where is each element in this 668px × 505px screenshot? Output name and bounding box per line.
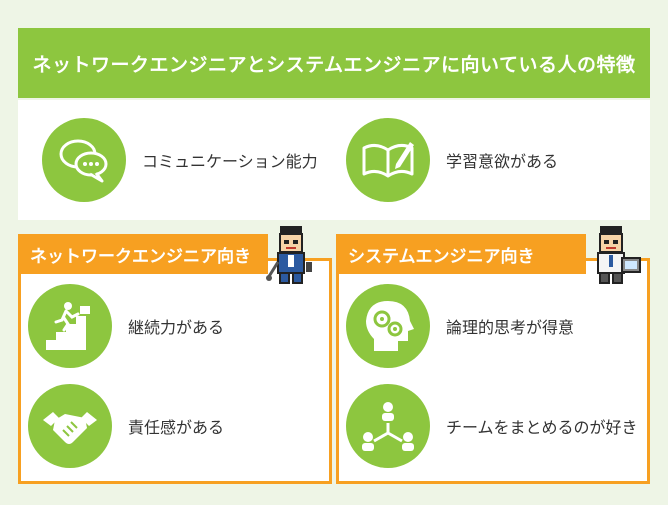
- system-engineer-heading: システムエンジニア向き: [336, 234, 586, 274]
- trait-label: 論理的思考が得意: [446, 318, 575, 337]
- trait-label: コミュニケーション能力: [142, 152, 318, 171]
- common-traits-panel: コミュニケーション能力 学習意欲がある: [18, 100, 650, 220]
- trait-learning: 学習意欲がある: [346, 118, 558, 202]
- speech-bubbles-icon: [42, 118, 126, 202]
- trait-communication: コミュニケーション能力: [42, 118, 318, 202]
- trait-team-leading: チームをまとめるのが好き: [346, 384, 638, 468]
- climbing-stairs-icon: [28, 284, 112, 368]
- team-network-icon: [346, 384, 430, 468]
- handshake-icon: [28, 384, 112, 468]
- system-engineer-character-icon: [590, 222, 642, 290]
- notebook-pen-icon: [346, 118, 430, 202]
- trait-label: 責任感がある: [128, 418, 225, 437]
- page-title: ネットワークエンジニアとシステムエンジニアに向いている人の特徴: [18, 28, 650, 98]
- network-engineer-heading: ネットワークエンジニア向き: [18, 234, 268, 274]
- network-engineer-character-icon: [266, 222, 316, 290]
- trait-label: チームをまとめるのが好き: [446, 418, 638, 437]
- trait-persistence: 継続力がある: [28, 284, 224, 368]
- trait-responsibility: 責任感がある: [28, 384, 224, 468]
- head-gears-icon: [346, 284, 430, 368]
- trait-logical-thinking: 論理的思考が得意: [346, 284, 574, 368]
- trait-label: 学習意欲がある: [446, 152, 559, 171]
- trait-label: 継続力がある: [128, 318, 225, 337]
